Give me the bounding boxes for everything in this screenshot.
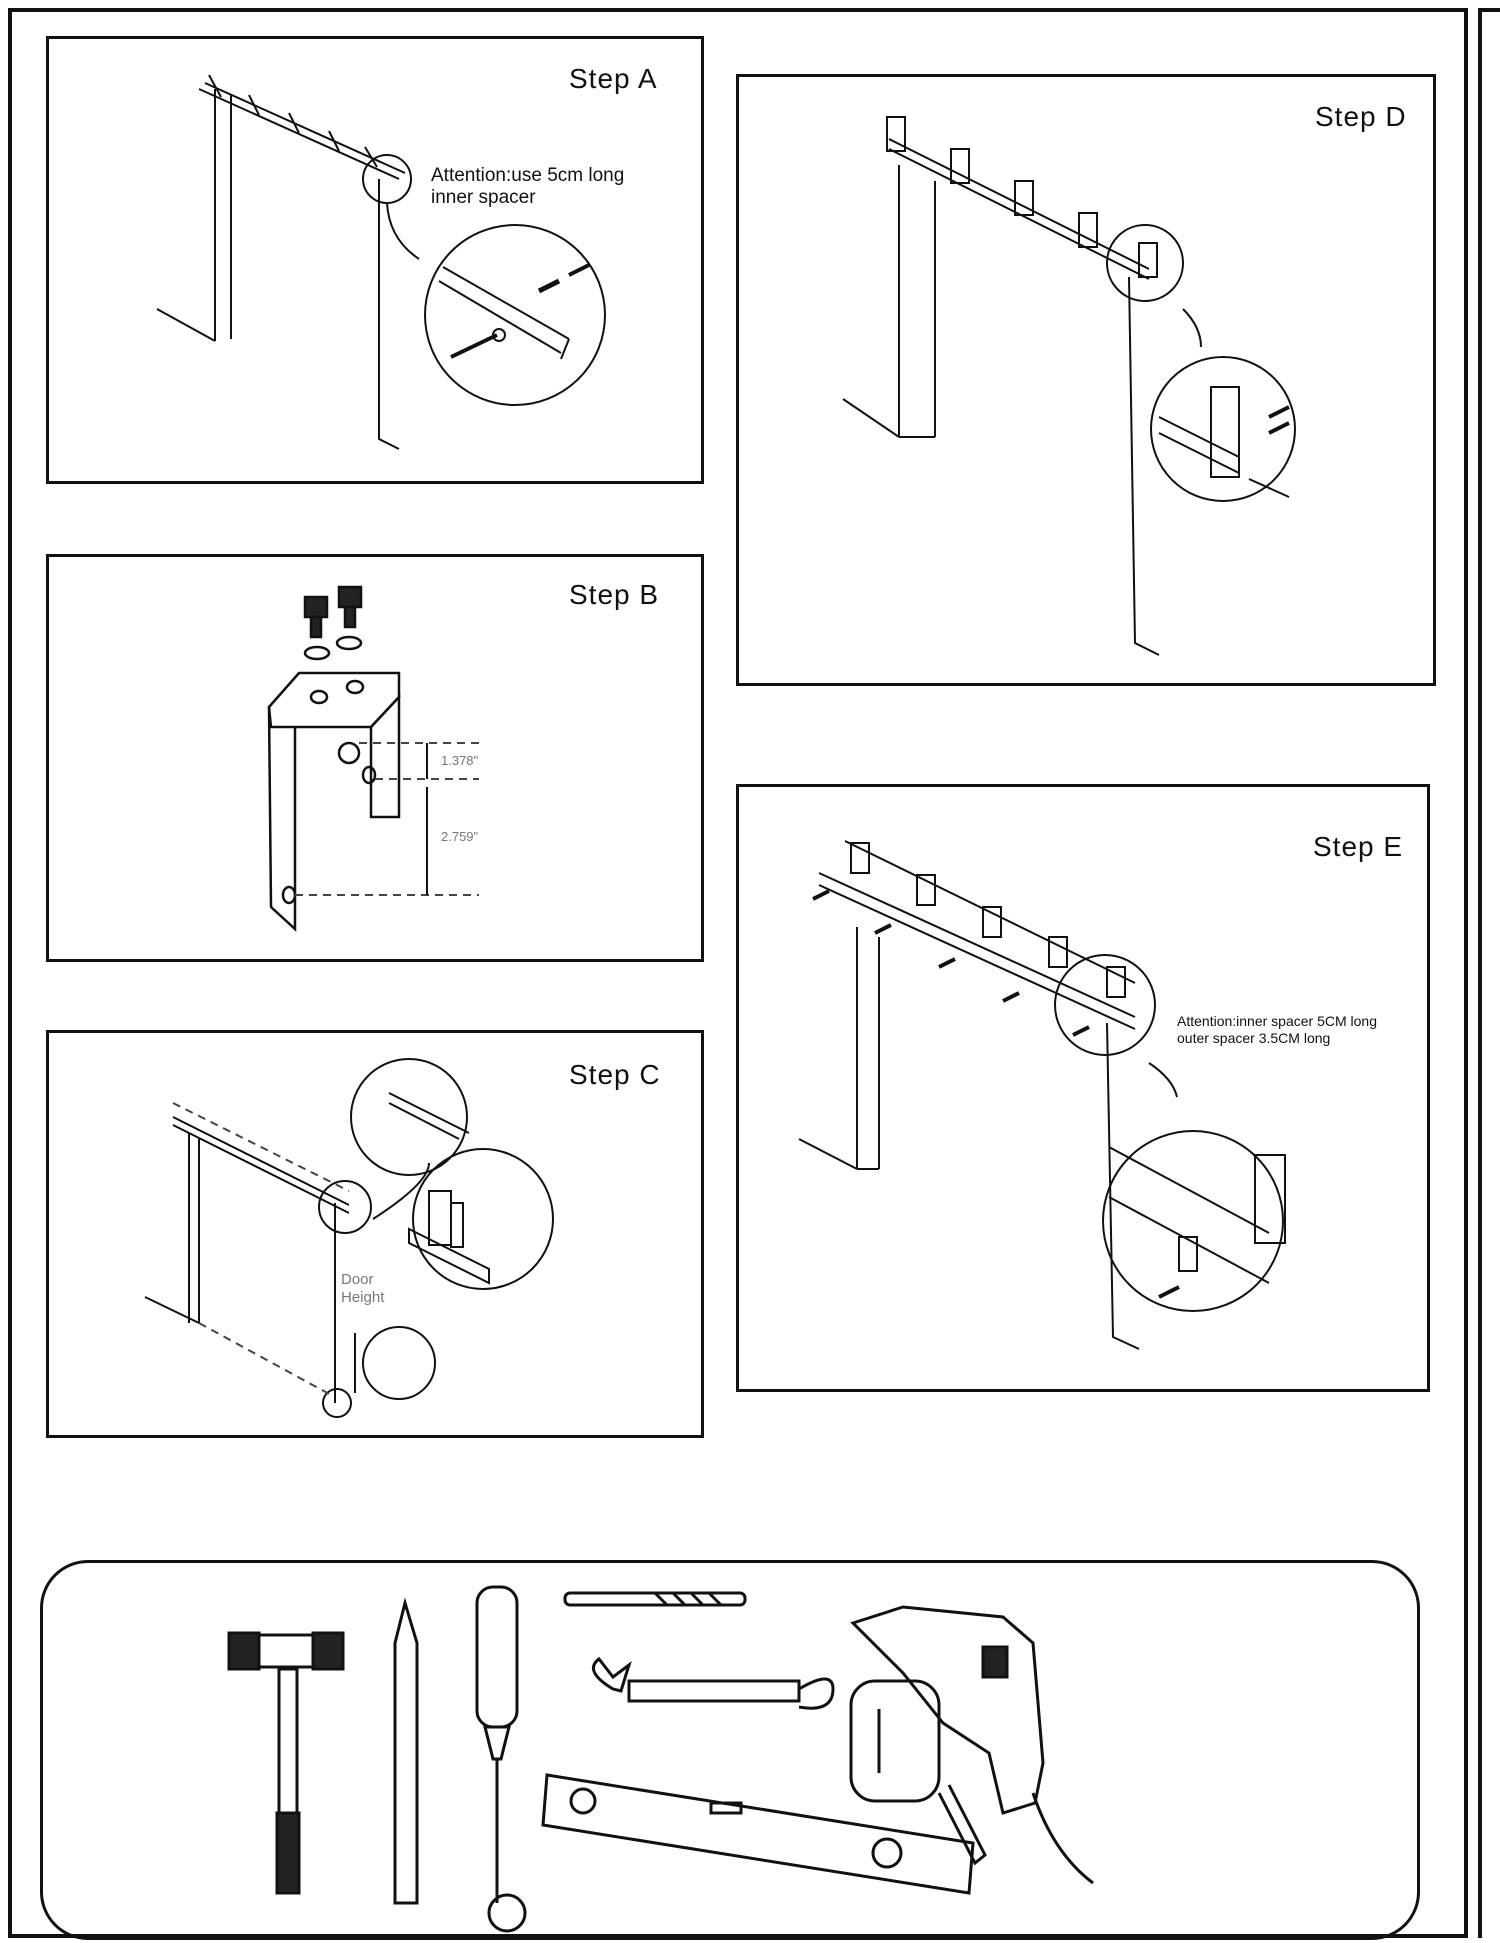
step-d-illustration xyxy=(842,116,1296,656)
step-a-illustration xyxy=(156,74,606,450)
tools-panel xyxy=(40,1560,1420,1940)
step-e-title: Step E xyxy=(1313,831,1404,862)
dimension-1378: 1.378" xyxy=(441,753,479,768)
pencil-icon xyxy=(393,1597,419,1905)
drill-bit-icon xyxy=(563,1591,747,1607)
step-b-illustration xyxy=(267,585,479,932)
screwdriver-icon xyxy=(475,1585,527,1933)
step-e-illustration xyxy=(798,840,1286,1350)
dimension-2759: 2.759" xyxy=(441,829,479,844)
next-page-edge xyxy=(1478,8,1500,1938)
door-height-label: Door Height xyxy=(341,1271,385,1306)
step-a-panel: Step A Attention:use 5cm long inner spac… xyxy=(46,36,704,484)
step-e-note-line-1: Attention:inner spacer 5CM long xyxy=(1177,1013,1377,1029)
step-e-note: Attention:inner spacer 5CM long outer sp… xyxy=(1177,1013,1423,1047)
wrench-icon xyxy=(591,1656,835,1710)
tape-measure-icon xyxy=(849,1679,987,1866)
power-drill-icon xyxy=(850,1605,1094,1885)
tools-illustration xyxy=(227,1585,1094,1933)
step-e-note-line-2: outer spacer 3.5CM long xyxy=(1177,1030,1331,1046)
step-c-illustration xyxy=(144,1058,554,1418)
step-a-title: Step A xyxy=(569,63,658,94)
step-c-title: Step C xyxy=(569,1059,661,1090)
step-d-title: Step D xyxy=(1315,101,1407,132)
step-c-panel: Step C Door Height xyxy=(46,1030,704,1438)
step-b-panel: Step B 1.378" 2.759" xyxy=(46,554,704,962)
step-b-title: Step B xyxy=(569,579,660,610)
step-e-panel: Step E Attention:inner spacer 5CM long o… xyxy=(736,784,1430,1392)
step-d-panel: Step D xyxy=(736,74,1436,686)
hammer-icon xyxy=(227,1631,345,1895)
step-a-note: Attention:use 5cm long inner spacer xyxy=(431,165,625,208)
spirit-level-icon xyxy=(541,1773,975,1895)
